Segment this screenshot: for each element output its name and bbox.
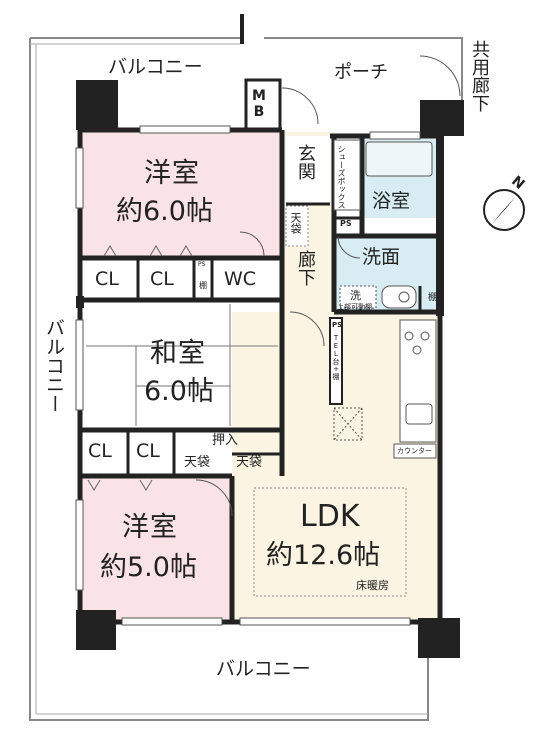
windows — [75, 125, 421, 626]
fridge-space — [333, 407, 363, 441]
label-ps-top: PS — [340, 219, 352, 228]
label-shared-corridor: 共用廊下 — [469, 40, 490, 112]
western-room-2-name: 洋室 — [122, 512, 178, 543]
western-room-2-size: 約5.0帖 — [100, 552, 197, 583]
basin-drain — [398, 291, 410, 303]
thin-walls — [126, 202, 422, 476]
label-oshiire: 押入 — [212, 433, 239, 448]
label-cl-2: CL — [150, 268, 174, 290]
label-entrance: 玄関 — [295, 144, 316, 180]
label-counter: カウンター — [397, 447, 432, 455]
column-top-left — [76, 80, 118, 130]
label-porch: ポーチ — [334, 62, 388, 83]
balcony-outline — [29, 37, 463, 721]
label-shelf: 棚 — [426, 292, 436, 301]
floor-heating-area — [253, 487, 407, 597]
western-room-2-fill — [82, 478, 230, 620]
closet-row-fill — [82, 258, 282, 300]
label-washer-shelf: 上部可動棚 — [337, 303, 372, 311]
stove-burner-1 — [404, 331, 414, 341]
label-tel: TEL台+棚 — [332, 334, 340, 380]
doors — [195, 55, 461, 517]
washitsu-size: 6.0帖 — [144, 376, 214, 407]
tatami-lines — [86, 304, 278, 426]
compass — [483, 189, 525, 231]
western-room-1-name: 洋室 — [144, 158, 200, 189]
closet-markers — [87, 245, 193, 491]
washitsu-name: 和室 — [150, 338, 206, 369]
washer-pan — [339, 285, 377, 309]
label-shoe-box: シューズボックス — [337, 145, 346, 209]
stove-burner-2 — [420, 331, 430, 341]
ldk-size: 約12.6帖 — [266, 540, 381, 571]
shoe-box — [333, 139, 361, 211]
top-pipe — [240, 14, 244, 44]
tel-column — [329, 317, 343, 405]
bathtub — [365, 141, 433, 177]
label-ps-mid: PS — [332, 321, 343, 329]
label-shelf-small: 棚 — [199, 281, 207, 290]
counter-bar — [393, 443, 437, 459]
column-bottom-left — [76, 610, 116, 650]
column-top-right — [420, 100, 464, 136]
label-floor-heating: 床暖房 — [356, 579, 389, 592]
label-cl-3: CL — [88, 440, 112, 462]
label-balcony-left: バルコニー — [43, 318, 65, 413]
label-wc: WC — [224, 268, 257, 290]
label-washer: 洗 — [350, 289, 361, 302]
column-bottom-right — [418, 618, 460, 658]
label-corridor: 廊下 — [295, 250, 316, 286]
label-cl-4: CL — [136, 440, 160, 462]
label-washroom: 洗面 — [362, 246, 401, 268]
ldk-name: LDK — [300, 499, 360, 534]
western-room-1-size: 約6.0帖 — [116, 196, 213, 227]
stove-burner-3 — [412, 345, 422, 355]
label-tenbukuro-a: 天袋 — [184, 455, 211, 470]
kitchen-sink — [405, 403, 433, 425]
label-bath: 浴室 — [372, 190, 411, 212]
label-mb: MB — [251, 88, 267, 120]
label-balcony-top: バルコニー — [108, 56, 203, 78]
label-cl-1: CL — [95, 268, 119, 290]
label-ps-small: PS — [198, 261, 206, 268]
tenbukuro-corridor — [285, 205, 309, 247]
label-balcony-bottom: バルコニー — [216, 658, 311, 680]
label-tenbukuro-top: 天袋 — [289, 212, 302, 234]
label-tenbukuro-b: 天袋 — [236, 455, 263, 470]
western-room-1-fill — [82, 132, 280, 256]
entrance-fill — [286, 136, 330, 204]
